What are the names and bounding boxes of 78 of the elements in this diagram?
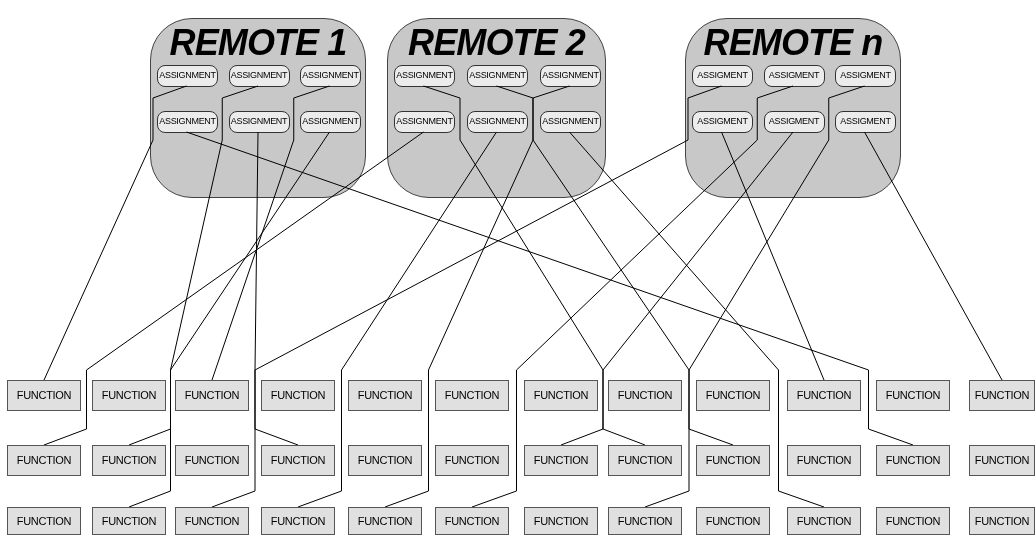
- assignment-box: ASSIGNMENT: [228, 111, 290, 133]
- function-box: FUNCTION: [696, 507, 770, 535]
- function-box: FUNCTION: [7, 445, 81, 476]
- assignment-box: ASSIGMENT: [763, 111, 825, 133]
- connector-line: [128, 85, 259, 446]
- function-box: FUNCTION: [92, 380, 166, 411]
- function-box: FUNCTION: [348, 445, 422, 476]
- connector-line: [211, 85, 330, 381]
- remote-panel: [150, 18, 366, 198]
- function-box: FUNCTION: [876, 507, 950, 535]
- function-box: FUNCTION: [969, 445, 1035, 476]
- connector-line: [211, 85, 722, 508]
- connector-line: [864, 131, 1003, 381]
- assignment-box: ASSIGMENT: [835, 65, 896, 87]
- function-box: FUNCTION: [787, 380, 861, 411]
- function-box: FUNCTION: [175, 445, 249, 476]
- function-box: FUNCTION: [876, 445, 950, 476]
- function-box: FUNCTION: [175, 507, 249, 535]
- function-box: FUNCTION: [92, 445, 166, 476]
- assignment-box: ASSIGNMENT: [467, 111, 528, 133]
- assignment-box: ASSIGNMENT: [540, 111, 601, 133]
- connector-line: [186, 131, 914, 446]
- function-box: FUNCTION: [524, 380, 598, 411]
- assignment-box: ASSIGNMENT: [394, 111, 455, 133]
- connector-line: [297, 131, 497, 508]
- function-box: FUNCTION: [524, 445, 598, 476]
- function-box: FUNCTION: [7, 507, 81, 535]
- function-box: FUNCTION: [435, 507, 509, 535]
- assignment-box: ASSIGMENT: [692, 111, 753, 133]
- function-box: FUNCTION: [969, 507, 1035, 535]
- assignment-box: ASSIGMENT: [835, 111, 896, 133]
- connector-line: [644, 85, 865, 508]
- assignment-box: ASSIGNMENT: [157, 65, 218, 87]
- assignment-box: ASSIGNMENT: [394, 65, 455, 87]
- connector-line: [721, 131, 825, 381]
- remote-title: REMOTE n: [702, 21, 884, 65]
- function-box: FUNCTION: [261, 380, 335, 411]
- connector-line: [43, 85, 187, 381]
- function-box: FUNCTION: [787, 445, 861, 476]
- function-box: FUNCTION: [92, 507, 166, 535]
- connector-line: [43, 131, 424, 446]
- assignment-box: ASSIGMENT: [763, 65, 825, 87]
- remote-panel: [685, 18, 901, 198]
- function-box: FUNCTION: [348, 507, 422, 535]
- assignment-box: ASSIGNMENT: [300, 65, 361, 87]
- function-box: FUNCTION: [608, 507, 682, 535]
- connector-line: [423, 85, 646, 446]
- function-box: FUNCTION: [175, 380, 249, 411]
- connector-line: [384, 85, 570, 508]
- function-box: FUNCTION: [969, 380, 1035, 411]
- function-box: FUNCTION: [696, 445, 770, 476]
- function-box: FUNCTION: [348, 380, 422, 411]
- function-box: FUNCTION: [7, 380, 81, 411]
- function-box: FUNCTION: [608, 445, 682, 476]
- connector-line: [471, 85, 794, 508]
- remote-title: REMOTE 2: [407, 21, 587, 65]
- assignment-box: ASSIGNMENT: [467, 65, 528, 87]
- assignment-box: ASSIGMENT: [692, 65, 753, 87]
- connector-line: [496, 85, 734, 446]
- function-box: FUNCTION: [524, 507, 598, 535]
- function-box: FUNCTION: [261, 507, 335, 535]
- connector-line: [560, 131, 794, 446]
- assignment-box: ASSIGNMENT: [157, 111, 218, 133]
- connector-line: [254, 131, 299, 446]
- function-box: FUNCTION: [261, 445, 335, 476]
- function-box: FUNCTION: [435, 445, 509, 476]
- assignment-box: ASSIGNMENT: [228, 65, 290, 87]
- assignment-box: ASSIGNMENT: [540, 65, 601, 87]
- connector-line: [128, 131, 330, 508]
- connector-line: [569, 131, 825, 508]
- assignment-box: ASSIGNMENT: [300, 111, 361, 133]
- remote-title: REMOTE 1: [168, 21, 348, 65]
- function-box: FUNCTION: [696, 380, 770, 411]
- function-box: FUNCTION: [435, 380, 509, 411]
- function-box: FUNCTION: [787, 507, 861, 535]
- function-box: FUNCTION: [876, 380, 950, 411]
- function-box: FUNCTION: [608, 380, 682, 411]
- remote-panel: [387, 18, 606, 198]
